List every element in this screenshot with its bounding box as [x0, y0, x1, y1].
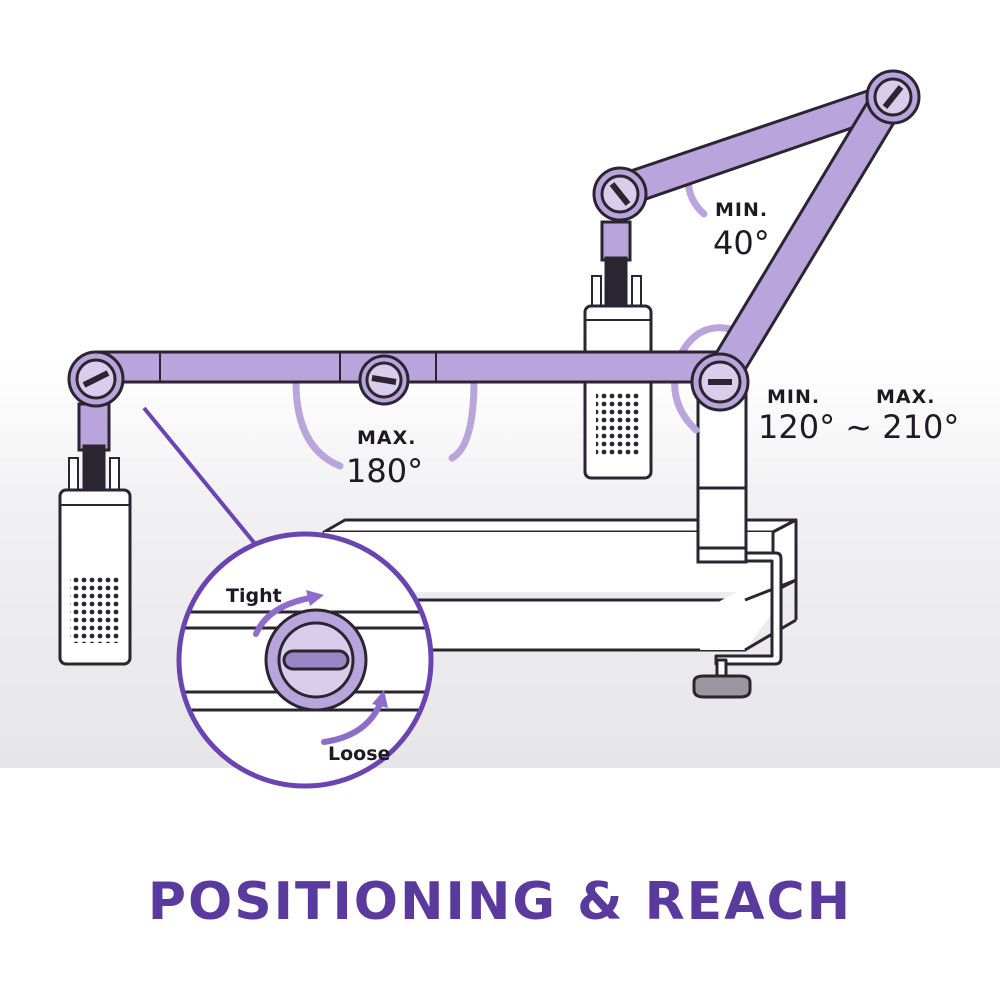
knob-loose-label: Loose — [328, 743, 390, 765]
microphone-right — [583, 220, 653, 480]
middle-angle-value: 180° — [346, 452, 423, 490]
zoom-callout-line — [142, 406, 258, 547]
joint-knob-top — [865, 69, 921, 125]
base-angle-min-label: MIN. — [767, 386, 820, 408]
joint-knobs — [67, 69, 921, 412]
top-angle-value: 40° — [713, 224, 770, 262]
joint-knob-base — [690, 352, 750, 412]
base-angle-value: 120° ~ 210° — [758, 408, 959, 446]
base-pole — [696, 390, 748, 564]
middle-angle-max-label: MAX. — [357, 427, 416, 449]
page-title: POSITIONING & REACH — [147, 872, 853, 932]
microphone-left — [58, 402, 132, 666]
knob-tight-label: Tight — [226, 585, 282, 607]
joint-knob-middle — [358, 354, 410, 406]
joint-knob-left — [67, 350, 125, 408]
base-angle-max-label: MAX. — [876, 386, 935, 408]
rotation-arrow-loose — [321, 701, 383, 745]
top-angle-min-label: MIN. — [715, 199, 768, 221]
knob-zoom-detail: Tight Loose — [176, 531, 434, 789]
rotation-arrow-tight — [253, 595, 313, 637]
joint-knob-upper-left — [592, 166, 648, 222]
boom-arm — [94, 82, 906, 390]
desk-clamp — [692, 551, 783, 699]
